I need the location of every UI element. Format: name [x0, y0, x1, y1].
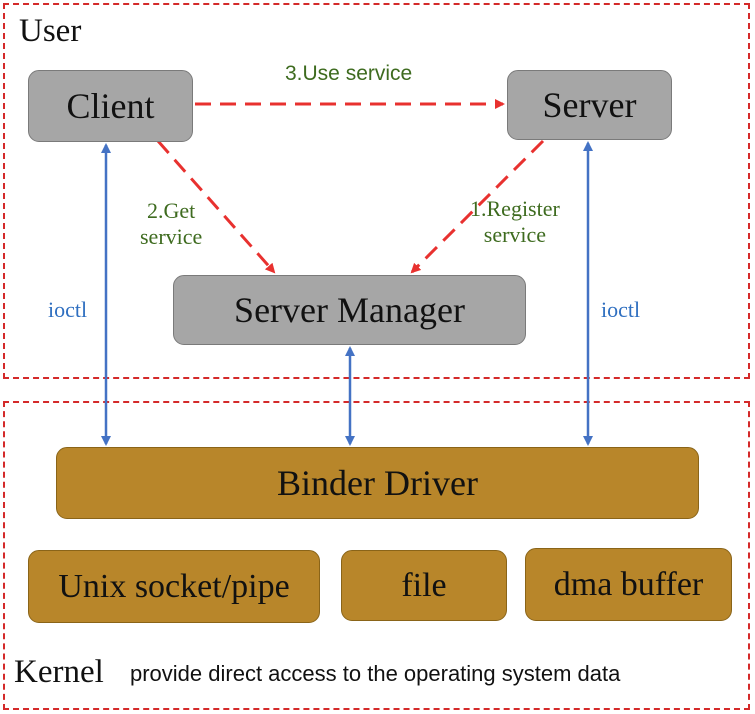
binder-driver-node: Binder Driver [56, 447, 699, 519]
register-service-label: 1.Register service [470, 196, 560, 249]
kernel-description: provide direct access to the operating s… [130, 661, 621, 686]
ioctl-left-label: ioctl [48, 297, 88, 322]
client-node: Client [28, 70, 193, 142]
kernel-region [3, 401, 750, 710]
user-region-title: User [19, 13, 82, 49]
get-service-label-line1: 2.Get [147, 198, 196, 223]
unix-socket-node: Unix socket/pipe [28, 550, 320, 623]
get-service-arrow [156, 140, 276, 274]
get-service-label: 2.Get service [140, 198, 202, 251]
get-service-label-line2: service [140, 224, 203, 250]
kernel-region-title: Kernel [14, 654, 104, 690]
server-node: Server [507, 70, 672, 140]
ioctl-right-label: ioctl [601, 297, 641, 322]
user-region [3, 3, 750, 379]
register-service-label-line1: 1.Register [470, 196, 560, 221]
register-service-arrow [410, 139, 545, 274]
file-node: file [341, 550, 507, 621]
dma-buffer-node: dma buffer [525, 548, 732, 621]
server-manager-node: Server Manager [173, 275, 526, 345]
register-service-label-line2: service [483, 222, 547, 248]
use-service-label: 3.Use service [285, 62, 413, 85]
